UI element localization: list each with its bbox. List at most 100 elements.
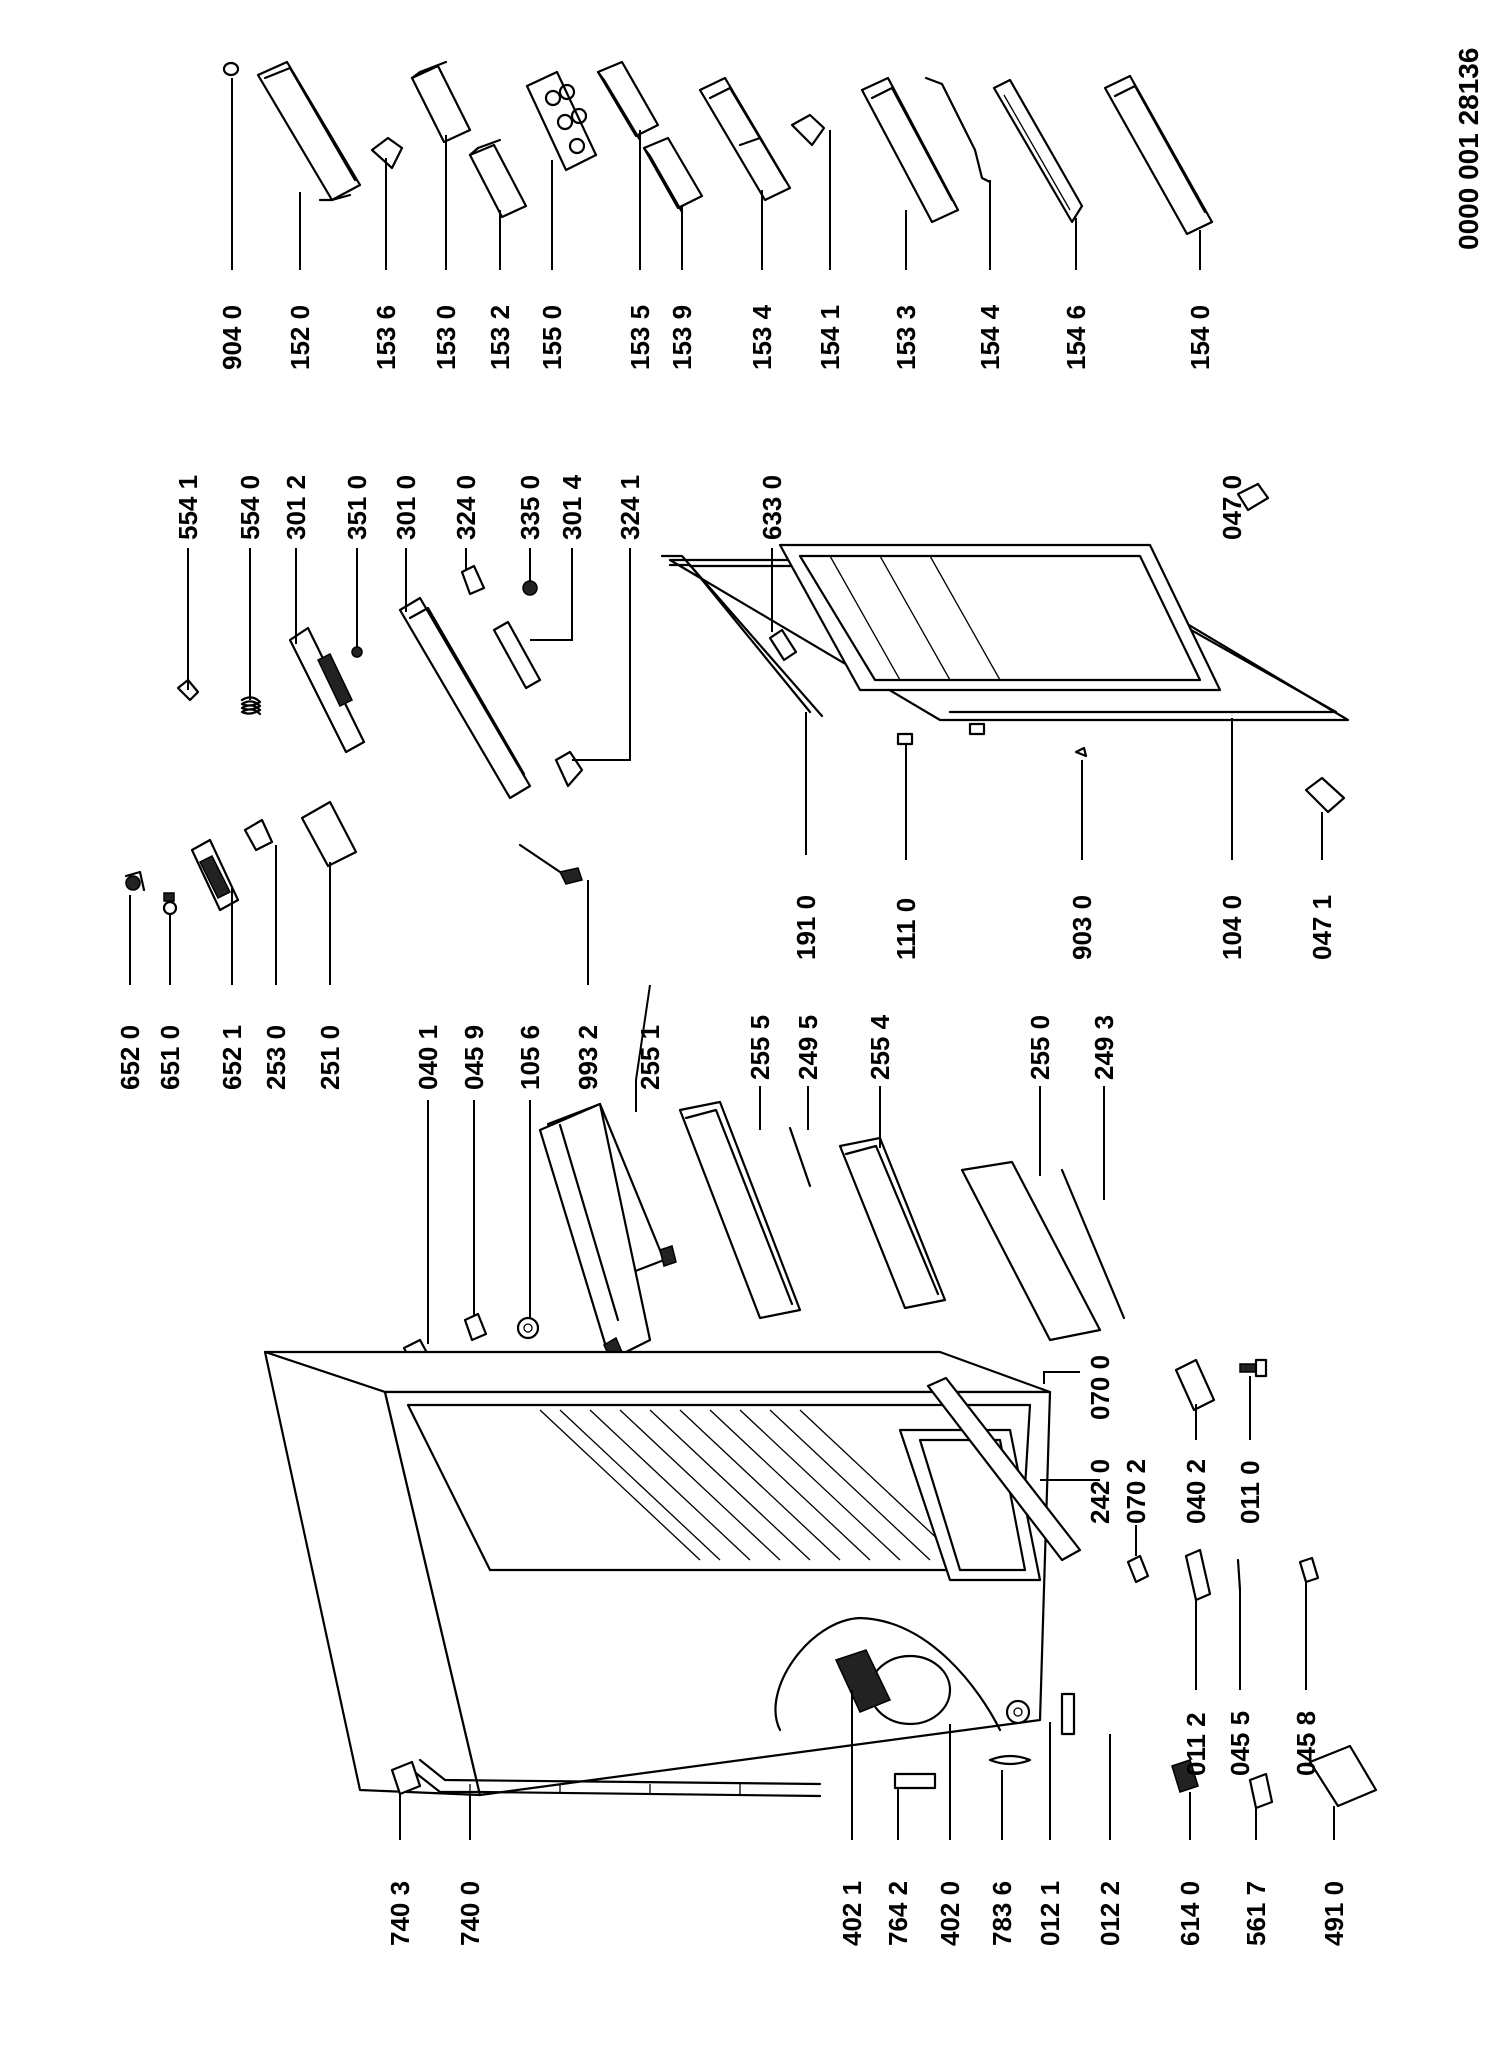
part-764-2-dryer (893, 1772, 937, 1790)
part-047-0-hinge (1236, 482, 1270, 512)
label-903-0: 903 0 (1067, 895, 1097, 960)
part-154-4-rail (924, 76, 992, 184)
label-154-1: 154 1 (815, 305, 845, 370)
part-651-0-bulb (162, 892, 178, 916)
label-301-2: 301 2 (281, 475, 311, 540)
part-153-3-shelf (860, 76, 960, 224)
part-255-0-glass (960, 1160, 1102, 1342)
part-155-0-egg-tray (525, 70, 598, 172)
part-652-0-lamp (124, 870, 146, 892)
label-154-0: 154 0 (1185, 305, 1215, 370)
label-324-0: 324 0 (451, 475, 481, 540)
part-255-1-crisper (538, 1102, 677, 1362)
label-740-0: 740 0 (455, 1881, 485, 1946)
label-554-0: 554 0 (235, 475, 265, 540)
part-249-3-strip (1060, 1168, 1126, 1320)
part-335-0-knob (522, 580, 538, 596)
label-153-9: 153 9 (667, 305, 697, 370)
label-047-0: 047 0 (1217, 475, 1247, 540)
part-301-2-panel (288, 626, 366, 754)
label-491-0: 491 0 (1319, 1881, 1349, 1946)
label-255-5: 255 5 (745, 1015, 775, 1080)
part-154-6-rail (992, 78, 1084, 224)
leader-lines (129, 78, 1335, 1840)
part-047-1-hinge (1304, 776, 1346, 814)
label-153-6: 153 6 (371, 305, 401, 370)
label-402-0: 402 0 (935, 1881, 965, 1946)
label-153-4: 153 4 (747, 304, 777, 370)
label-045-9: 045 9 (459, 1025, 489, 1090)
label-335-0: 335 0 (515, 475, 545, 540)
part-070-0-trim (926, 1376, 1082, 1562)
label-324-1: 324 1 (615, 475, 645, 540)
label-104-0: 104 0 (1217, 895, 1247, 960)
label-153-2: 153 2 (485, 305, 515, 370)
label-154-4: 154 4 (975, 304, 1005, 370)
label-040-1: 040 1 (413, 1025, 443, 1090)
part-301-4-cover (492, 620, 542, 690)
label-242-0: 242 0 (1085, 1459, 1115, 1524)
part-301-0-panel (398, 596, 532, 800)
part-105-6-foot (516, 1316, 540, 1340)
label-554-1: 554 1 (173, 475, 203, 540)
part-111-0-hinge (896, 722, 986, 746)
part-783-6-clip (988, 1754, 1032, 1766)
part-351-0-knob (351, 646, 363, 658)
label-904-0: 904 0 (217, 305, 247, 370)
label-255-4: 255 4 (865, 1014, 895, 1080)
part-153-4-shelf (698, 76, 792, 202)
label-012-1: 012 1 (1035, 1881, 1065, 1946)
part-153-5-bin (596, 60, 660, 142)
label-040-2: 040 2 (1181, 1459, 1211, 1524)
part-740-3-bracket (390, 1760, 422, 1796)
label-155-0: 155 0 (537, 305, 567, 370)
part-633-0-handle (768, 628, 798, 662)
part-554-1-clip (176, 678, 200, 702)
label-251-0: 251 0 (315, 1025, 345, 1090)
label-301-0: 301 0 (391, 475, 421, 540)
part-255-4-shelf (838, 1136, 947, 1310)
label-783-6: 783 6 (987, 1881, 1017, 1946)
part-740-0-condenser (410, 1758, 822, 1798)
part-154-0-shelf (1103, 74, 1214, 236)
part-324-1-clip (554, 750, 584, 788)
label-740-3: 740 3 (385, 1881, 415, 1946)
label-154-6: 154 6 (1061, 305, 1091, 370)
part-251-0-cover (300, 800, 358, 868)
label-153-3: 153 3 (891, 305, 921, 370)
label-402-1: 402 1 (837, 1881, 867, 1946)
label-249-5: 249 5 (793, 1015, 823, 1080)
label-111-0: 111 0 (891, 898, 921, 960)
label-153-5: 153 5 (625, 305, 655, 370)
part-011-0-screw (1239, 1358, 1268, 1378)
label-105-6: 105 6 (515, 1025, 545, 1090)
label-351-0: 351 0 (342, 475, 372, 540)
part-554-0-spring (240, 696, 262, 716)
label-249-3: 249 3 (1089, 1015, 1119, 1080)
part-012-1-grommet (1005, 1699, 1031, 1725)
part-012-2-sleeve (1060, 1692, 1076, 1736)
label-047-1: 047 1 (1307, 895, 1337, 960)
label-255-1: 255 1 (635, 1025, 665, 1090)
label-253-0: 253 0 (261, 1025, 291, 1090)
label-561-7: 561 7 (1241, 1881, 1271, 1946)
label-191-0: 191 0 (791, 895, 821, 960)
part-153-2-bin (468, 138, 528, 219)
part-cabinet-body (263, 1350, 1052, 1797)
label-993-2: 993 2 (573, 1025, 603, 1090)
part-011-2-bracket (1184, 1548, 1212, 1602)
label-255-0: 255 0 (1025, 1015, 1055, 1080)
label-651-0: 651 0 (155, 1025, 185, 1090)
label-614-0: 614 0 (1175, 1881, 1205, 1946)
label-045-5: 045 5 (1225, 1711, 1255, 1776)
label-045-8: 045 8 (1291, 1711, 1321, 1776)
part-253-0-thermostat (243, 818, 274, 852)
part-045-5-pin (1236, 1558, 1242, 1592)
part-045-9-spacer (463, 1312, 488, 1342)
label-633-0: 633 0 (757, 475, 787, 540)
part-153-9-bin (642, 136, 704, 214)
part-152-0-shelf (256, 60, 362, 202)
part-door-liner (778, 543, 1222, 692)
label-301-4: 301 4 (557, 474, 587, 540)
